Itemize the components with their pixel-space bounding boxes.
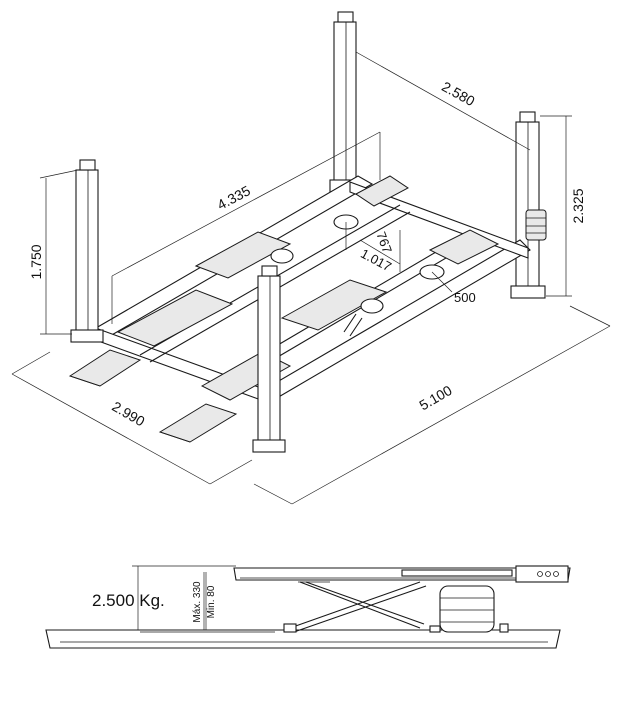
height-max-label: Máx. 330 xyxy=(192,581,203,623)
motor-unit xyxy=(525,209,547,241)
dim-column-height-rear: 2.325 xyxy=(570,188,586,223)
dim-wheelbase-length: 4.335 xyxy=(214,182,253,213)
scissor-mechanism xyxy=(283,581,427,633)
rear-left-column xyxy=(329,11,361,193)
jack-pads xyxy=(270,214,445,337)
dim-column-height-front: 1.750 xyxy=(28,244,44,279)
dim-column-span-rear: 2.580 xyxy=(439,78,478,109)
isometric-view: 1.750 4.335 2.580 2.325 767 1.017 500 2.… xyxy=(11,11,611,505)
rear-right-column xyxy=(510,111,547,299)
dim-jack-500: 500 xyxy=(454,290,476,305)
side-view: 2.500 Kg. Máx. 330 Min. 80 xyxy=(45,565,571,649)
dim-jack-767: 767 xyxy=(373,230,395,256)
front-left-column xyxy=(70,159,104,343)
dim-overall-width: 2.990 xyxy=(109,398,148,429)
capacity-label: 2.500 Kg. xyxy=(92,591,165,610)
lift-cylinder xyxy=(429,585,509,633)
dim-overall-length: 5.100 xyxy=(416,382,455,413)
front-right-column xyxy=(252,265,286,453)
ramps xyxy=(68,349,238,443)
dimension-lines xyxy=(11,51,611,505)
height-min-label: Min. 80 xyxy=(206,585,217,618)
